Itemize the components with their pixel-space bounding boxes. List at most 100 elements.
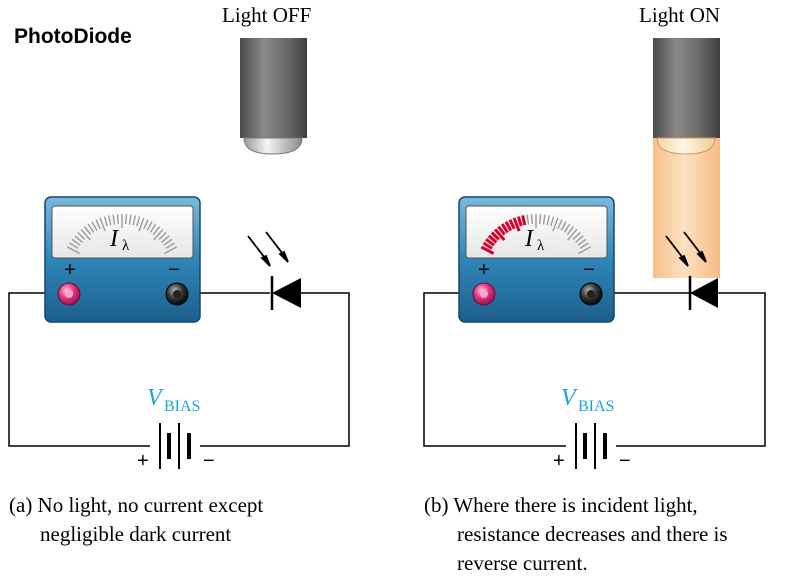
meter-scale-tick	[149, 223, 157, 233]
meter-scale-tick	[579, 242, 589, 249]
meter-scale-tick	[74, 235, 83, 243]
caption-b-line1: (b) Where there is incident light,	[424, 493, 698, 517]
bias-subscript: BIAS	[578, 398, 614, 415]
meter-current-subscript: λ	[537, 238, 545, 254]
meter-scale-tick	[128, 214, 132, 225]
battery-minus-label: −	[619, 450, 631, 472]
meter-scale-tick	[132, 215, 136, 226]
meter-deflection-tick	[480, 245, 495, 255]
meter-scale-tick	[91, 221, 98, 231]
panel-a: Light OFF I λ + −	[8, 3, 350, 546]
meter-scale-tick	[153, 228, 164, 241]
meter-scale-tick	[161, 235, 170, 243]
lamp-off-icon	[240, 38, 307, 155]
meter-scale-tick	[125, 214, 128, 225]
bias-subscript: BIAS	[164, 398, 200, 415]
ammeter-b: I λ + −	[458, 196, 615, 323]
meter-scale-tick	[550, 216, 555, 227]
meter-plus-label: +	[478, 259, 490, 281]
meter-deflection-tick	[485, 238, 495, 247]
minus-terminal-icon	[579, 282, 603, 306]
meter-scale-tick	[577, 238, 587, 246]
meter-scale-tick	[165, 242, 175, 249]
figure-title: PhotoDiode	[14, 25, 132, 48]
meter-scale-tick	[552, 217, 559, 232]
meter-deflection-tick	[512, 217, 521, 232]
bias-symbol: V	[147, 385, 164, 411]
plus-terminal-icon	[57, 282, 81, 306]
meter-scale-tick	[108, 215, 112, 226]
meter-scale-tick	[112, 214, 116, 225]
meter-deflection-tick	[516, 216, 523, 227]
bias-symbol: V	[561, 385, 578, 411]
meter-scale-tick	[539, 214, 542, 225]
meter-scale-tick	[546, 215, 550, 226]
meter-current-subscript: λ	[122, 238, 130, 254]
meter-minus-label: −	[583, 259, 595, 281]
caption-b-line3: reverse current.	[457, 551, 588, 575]
meter-scale-tick	[77, 232, 86, 240]
caption-a-line2: negligible dark current	[40, 522, 231, 546]
light-beam	[653, 138, 720, 278]
meter-scale-a	[66, 214, 178, 255]
meter-scale-b	[480, 214, 592, 255]
bias-label-b: V BIAS	[561, 385, 614, 415]
meter-scale-tick	[71, 238, 81, 246]
battery-plus-label: +	[553, 450, 565, 472]
meter-scale-tick	[116, 214, 119, 225]
meter-scale-tick	[158, 232, 167, 240]
meter-scale-tick	[530, 214, 533, 225]
meter-scale-tick	[560, 221, 567, 231]
meter-deflection-tick	[504, 220, 513, 232]
caption-a-line1: (a) No light, no current except	[9, 493, 263, 517]
battery-plus-label: +	[137, 450, 149, 472]
minus-terminal-icon	[165, 282, 189, 306]
meter-scale-tick	[83, 226, 92, 236]
meter-deflection-tick	[487, 234, 498, 244]
meter-current-symbol: I	[524, 226, 534, 252]
meter-plus-label: +	[64, 259, 76, 281]
meter-scale-tick	[163, 238, 173, 246]
meter-scale-tick	[578, 246, 592, 255]
photodiode-symbol-b	[665, 231, 718, 310]
plus-terminal-icon	[472, 282, 496, 306]
meter-scale-tick	[557, 219, 563, 230]
bias-label-a: V BIAS	[147, 385, 200, 415]
light-arrows-icon	[247, 231, 289, 267]
battery-b	[566, 423, 616, 469]
photodiode-symbol-a	[247, 231, 301, 310]
meter-deflection-tick	[521, 215, 527, 226]
meter-scale-tick	[66, 246, 80, 255]
caption-b-line2: resistance decreases and there is	[457, 522, 728, 546]
meter-scale-tick	[136, 216, 141, 227]
meter-scale-tick	[152, 226, 161, 236]
meter-scale-tick	[563, 223, 571, 233]
meter-scale-tick	[164, 246, 178, 255]
meter-deflection-tick	[493, 228, 506, 241]
meter-scale-tick	[80, 228, 91, 241]
meter-scale-tick	[99, 217, 106, 232]
meter-scale-tick	[572, 232, 581, 240]
lamp-on-icon	[653, 38, 720, 155]
meter-scale-tick	[138, 217, 145, 232]
meter-current-symbol: I	[109, 226, 119, 252]
meter-deflection-tick	[500, 223, 509, 234]
battery-a	[150, 423, 200, 469]
meter-scale-tick	[526, 214, 530, 225]
meter-scale-tick	[143, 219, 149, 230]
meter-scale-tick	[542, 214, 546, 225]
meter-scale-tick	[87, 223, 95, 233]
lamp-label-on: Light ON	[639, 3, 720, 27]
meter-scale-tick	[69, 242, 79, 249]
meter-deflection-tick	[508, 219, 516, 230]
meter-scale-tick	[567, 228, 578, 241]
meter-minus-label: −	[168, 259, 180, 281]
meter-scale-tick	[146, 221, 153, 231]
battery-minus-label: −	[203, 450, 215, 472]
light-arrows-icon	[665, 231, 707, 267]
meter-deflection-tick	[490, 231, 500, 241]
ammeter-a: I λ + −	[44, 196, 201, 323]
meter-deflection-tick	[482, 241, 493, 250]
